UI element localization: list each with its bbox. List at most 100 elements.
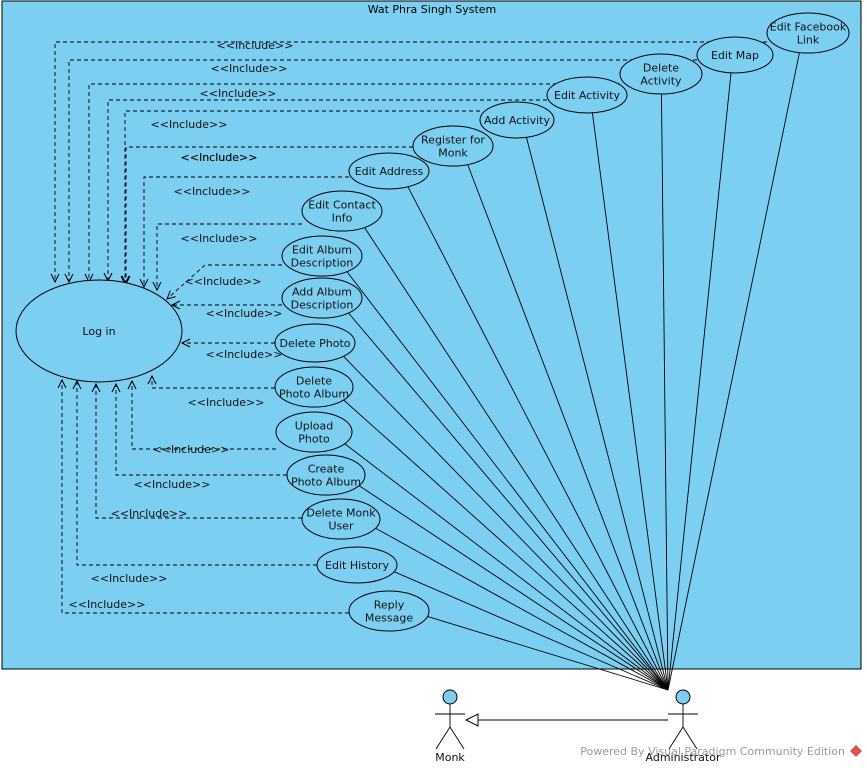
include-arrowhead [127,379,137,390]
include-arrowhead [111,382,121,393]
include-label: <<Include>> [181,151,258,164]
include-arrowhead [152,281,162,292]
include-arrowhead [57,378,67,389]
association-line-edit-address [407,186,669,691]
association-line-edit-album-description [346,271,669,691]
use-case-label: Edit Facebook [770,21,847,34]
association-line-edit-facebook-link [667,52,800,691]
actor-name: Monk [435,751,465,764]
include-label: <<Include>> [206,348,283,361]
include-label: <<Include>> [181,151,258,164]
include-label: <<Include>> [174,185,251,198]
include-line-reply-message [61,380,349,614]
use-case-label: Register for [421,134,485,147]
include-line-delete-activity [88,83,620,282]
use-case-label: Link [797,34,820,47]
visual-paradigm-logo-icon [850,745,862,757]
include-label: <<Include>> [206,307,283,320]
include-label: <<Include>> [69,598,146,611]
use-case-label: Photo Album [279,388,349,401]
association-line-edit-map [667,72,732,691]
include-arrowhead [166,290,176,300]
include-arrowhead [170,300,181,310]
include-label: <<Include>> [91,572,168,585]
use-case-label: Delete [296,375,332,388]
association-line-upload-photo [344,443,669,691]
include-arrowhead [139,278,149,289]
use-case-label: Edit Contact [308,199,376,212]
include-arrowhead [50,273,60,284]
use-case-label: Log in [82,325,115,338]
include-line-edit-history [76,381,317,566]
association-line-add-activity [526,137,669,691]
use-case-label: Description [291,299,354,312]
use-case-label: Info [332,212,353,225]
include-arrowhead [91,382,101,393]
system-title: Wat Phra Singh System [368,3,497,16]
include-line-edit-address [143,176,349,287]
include-line-edit-contact-info [156,223,302,290]
use-case-edit-address: Edit Address [348,152,430,190]
actor-icon [668,689,698,750]
association-line-reply-message [427,616,669,691]
include-label: <<Include>> [188,396,265,409]
include-line-register-for-monk [125,146,413,284]
use-case-edit-activity: Edit Activity [546,76,628,114]
use-case-label: User [328,520,354,533]
generalization-arrow [464,713,668,727]
include-label: <<Include>> [200,87,277,100]
include-line-add-activity [124,110,480,284]
actor-monk: Monk [435,689,465,764]
use-case-label: Delete [643,62,679,75]
use-case-label: Add Activity [484,114,550,127]
use-case-label: Upload [295,420,334,433]
include-arrowhead [72,379,82,390]
association-line-delete-monk-user [375,527,669,691]
use-case-label: Reply [374,599,405,612]
use-case-label: Edit Album [292,244,352,257]
actor-name: Administrator [646,751,721,764]
include-line-edit-album-description [166,264,282,300]
include-arrowhead [147,374,157,385]
include-label: <<Include>> [185,275,262,288]
use-case-label: Edit Address [355,165,424,178]
use-case-label: Delete Monk [306,507,376,520]
use-case-label: Edit Map [711,49,759,62]
watermark-text: Powered By Visual Paradigm Community Edi… [580,745,845,758]
use-case-edit-history: Edit History [316,546,398,584]
use-case-label: Create [308,463,345,476]
use-case-label: Description [291,257,354,270]
use-case-label: Edit History [325,559,389,572]
association-line-delete-photo [343,356,669,691]
use-case-add-activity: Add Activity [479,101,555,139]
association-line-edit-contact-info [364,227,669,691]
association-line-edit-history [393,571,669,691]
use-case-label: Photo [298,433,330,446]
association-line-create-photo-album [358,485,669,691]
include-line-delete-monk-user [95,384,302,519]
association-line-delete-photo-album [343,399,669,691]
include-label: <<Include>> [181,232,258,245]
include-label: <<Include>> [151,118,228,131]
use-case-label: Monk [438,147,468,160]
association-line-add-album-description [348,312,669,691]
use-case-edit-map: Edit Map [696,36,774,74]
association-line-edit-activity [591,112,669,691]
association-line-register-for-monk [467,164,669,691]
include-label: <<Include>> [111,507,188,520]
include-label: <<Include>> [134,478,211,491]
include-line-create-photo-album [115,384,287,476]
use-case-label: Photo Album [291,476,361,489]
